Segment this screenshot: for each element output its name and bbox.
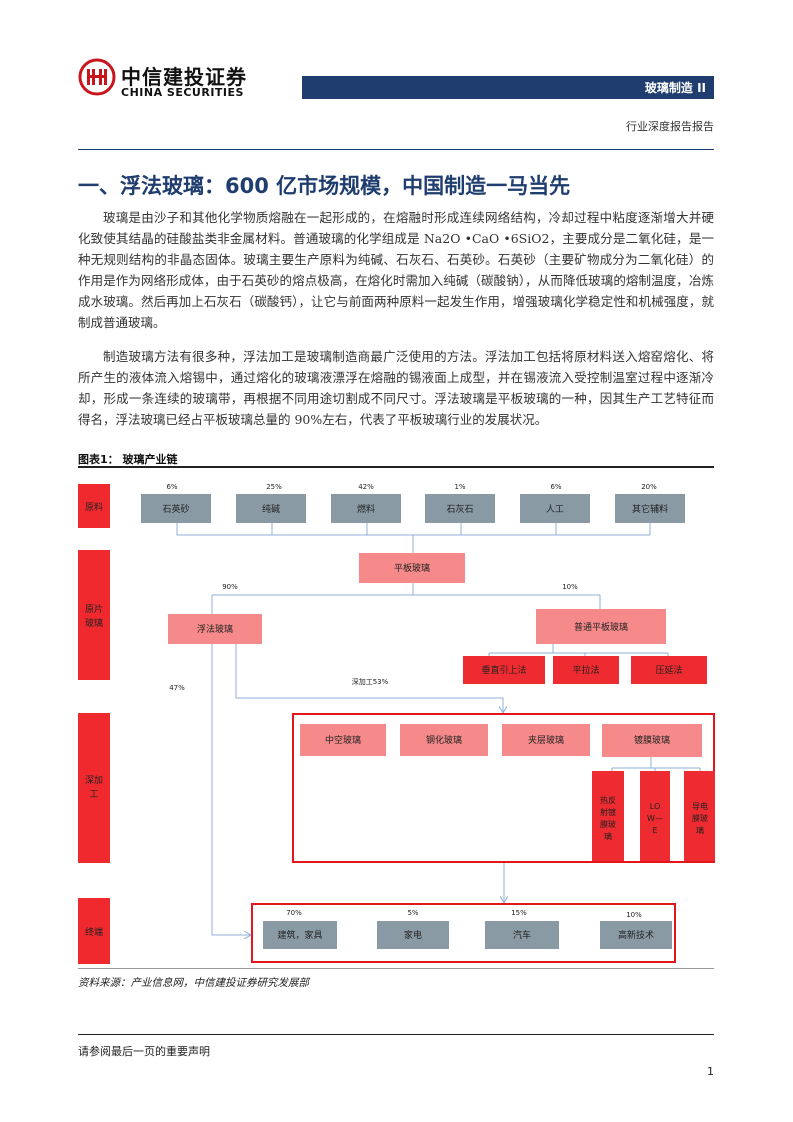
end-use-boxes: 建筑，家具 70% 家电 5% 汽车 15% 高新技术 10% [263,909,672,949]
end-use-group [251,903,676,963]
svg-text:42%: 42% [358,483,374,491]
svg-text:平拉法: 平拉法 [572,664,599,676]
report-type: 行业深度报告报告 [626,120,714,133]
svg-text:玻璃: 玻璃 [85,617,103,629]
svg-text:其它辅料: 其它辅料 [632,503,668,515]
svg-text:导电: 导电 [692,801,708,811]
svg-text:建筑，家具: 建筑，家具 [277,929,322,941]
stage-deep-processing: 深加 工 [78,713,110,863]
svg-text:垂直引上法: 垂直引上法 [481,664,526,676]
svg-text:深加: 深加 [85,775,103,786]
ordinary-glass-box: 普通平板玻璃 [536,609,666,644]
stage-label-raw: 原料 [85,501,103,513]
svg-text:LO: LO [650,802,660,811]
flat-glass-box: 平板玻璃 [359,553,465,583]
china-securities-logo-icon [78,58,116,96]
svg-text:热反: 热反 [600,795,616,805]
svg-text:工: 工 [89,790,98,800]
svg-text:石英砂: 石英砂 [162,503,189,515]
svg-text:纯碱: 纯碱 [262,503,280,515]
svg-text:5%: 5% [407,909,418,917]
brand-name-en: CHINA SECURITIES [121,86,244,99]
section-heading: 一、浮法玻璃：600 亿市场规模，中国制造一马当先 [78,174,571,198]
deep-product-boxes: 中空玻璃 钢化玻璃 夹层玻璃 镀膜玻璃 [300,724,702,757]
svg-text:镀膜玻璃: 镀膜玻璃 [634,734,670,746]
section-title: 玻璃制造 II [644,81,706,95]
figure-source: 资料来源：产业信息网，中信建投证券研究发展部 [78,977,309,989]
svg-text:20%: 20% [641,483,657,491]
paragraph-2: 制造玻璃方法有很多种，浮法加工是玻璃制造商最广泛使用的方法。浮法加工包括将原材料… [78,349,714,427]
svg-text:夹层玻璃: 夹层玻璃 [528,734,564,746]
divider [78,149,714,150]
svg-text:浮法玻璃: 浮法玻璃 [197,623,233,635]
stage-raw-materials: 原料 [78,484,110,528]
svg-text:高新技术: 高新技术 [618,929,654,941]
svg-text:6%: 6% [550,483,561,491]
disclaimer-note: 请参阅最后一页的重要声明 [78,1045,210,1058]
svg-text:人工: 人工 [546,504,564,515]
svg-text:汽车: 汽车 [513,929,531,941]
svg-text:燃料: 燃料 [357,503,375,515]
svg-text:膜玻: 膜玻 [692,813,708,823]
svg-text:平板玻璃: 平板玻璃 [394,562,430,574]
figure-caption: 图表1： 玻璃产业链 [78,453,178,466]
svg-text:70%: 70% [286,909,302,917]
svg-text:6%: 6% [166,483,177,491]
svg-text:E: E [652,826,657,835]
ordinary-pct: 10% [562,583,578,591]
figure-top-rule [78,466,714,468]
svg-text:石灰石: 石灰石 [446,503,473,515]
svg-text:W—: W— [647,814,663,823]
page-number: 1 [707,1065,714,1078]
svg-text:压延法: 压延法 [655,664,682,676]
footer-rule [78,1034,714,1035]
float-glass-box: 浮法玻璃 [168,614,262,644]
ordinary-method-boxes: 垂直引上法 平拉法 压延法 [463,656,707,684]
svg-text:25%: 25% [266,483,282,491]
svg-text:璃: 璃 [696,825,704,835]
svg-text:10%: 10% [626,911,642,919]
coated-subtype-boxes: 热反 射镀 膜玻 璃 LO W— E 导电 膜玻 璃 [592,771,715,861]
figure-bottom-rule [78,968,714,969]
svg-text:1%: 1% [454,483,465,491]
svg-text:普通平板玻璃: 普通平板玻璃 [574,621,628,633]
svg-text:家电: 家电 [404,929,422,941]
direct-use-pct: 47% [169,684,185,692]
section-banner: 玻璃制造 II [302,76,714,98]
raw-material-boxes: 石英砂 6% 纯碱 25% 燃料 42% 石灰石 1% 人工 6% 其它辅料 2… [141,483,685,523]
svg-text:中空玻璃: 中空玻璃 [325,734,361,746]
float-pct: 90% [222,583,238,591]
svg-text:璃: 璃 [604,831,612,841]
stage-end-use: 终端 [78,898,110,964]
paragraph-1: 玻璃是由沙子和其他化学物质熔融在一起形成的，在熔融时形成连续网络结构，冷却过程中… [78,210,714,330]
svg-text:15%: 15% [511,909,527,917]
header-rule [302,98,714,99]
svg-text:原片: 原片 [85,603,103,615]
brand-name-cn: 中信建投证券 [121,65,247,89]
svg-text:膜玻: 膜玻 [600,819,616,829]
stage-label-end: 终端 [85,926,103,938]
stage-base-glass: 原片 玻璃 [78,550,110,680]
svg-text:射镀: 射镀 [600,807,616,817]
deep-processing-pct: 深加工53% [352,677,389,686]
svg-text:钢化玻璃: 钢化玻璃 [426,734,462,746]
